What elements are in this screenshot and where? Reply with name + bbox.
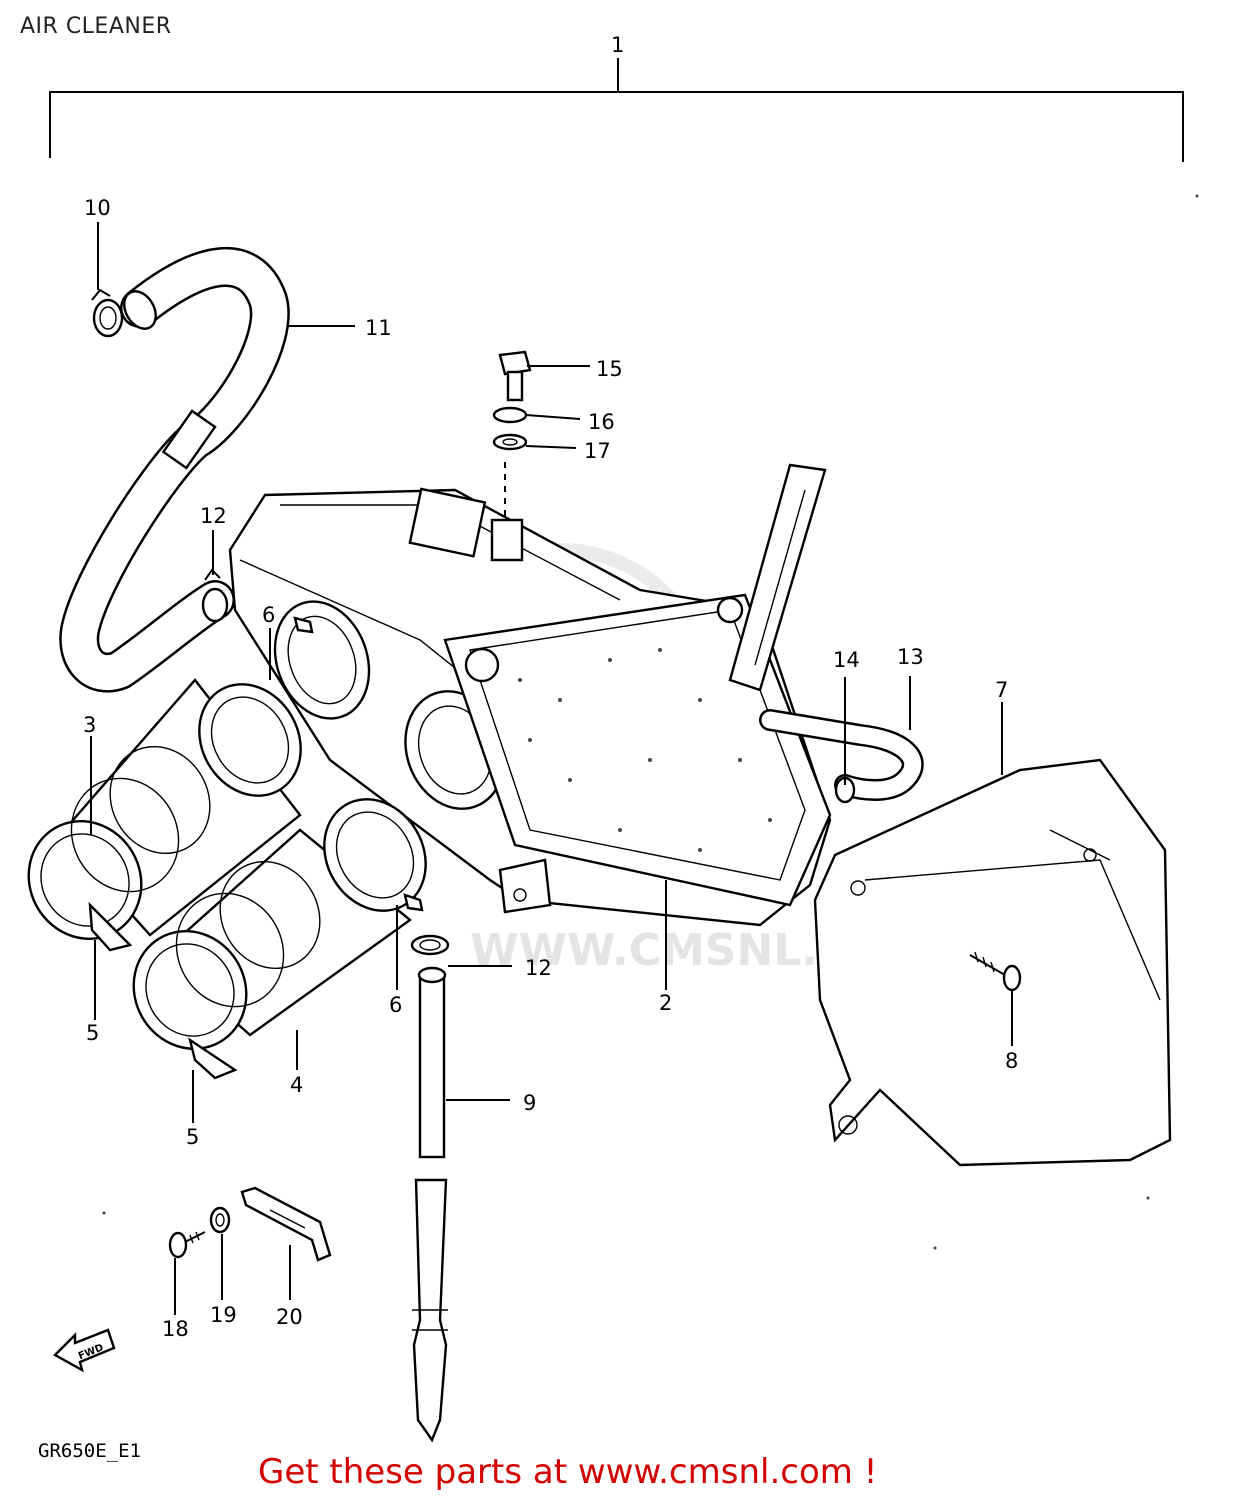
callout-16: 16 (588, 410, 615, 434)
callout-1: 1 (611, 33, 624, 57)
filter-element (518, 648, 772, 852)
intake-pipe-4 (132, 798, 427, 1050)
callout-19: 19 (210, 1303, 237, 1327)
forward-arrow-icon: FWD (53, 1328, 116, 1373)
callout-6a: 6 (262, 603, 275, 627)
breather-hose (59, 247, 290, 693)
callout-7: 7 (995, 678, 1008, 702)
clamp-5-lower (188, 1037, 238, 1080)
hose-clip-12-upper (201, 568, 229, 623)
clamp-5-upper (88, 901, 133, 952)
callout-12b: 12 (525, 956, 552, 980)
callout-11: 11 (365, 316, 392, 340)
page-title: AIR CLEANER (20, 14, 172, 39)
drain-hose (759, 709, 924, 801)
callout-20: 20 (276, 1305, 303, 1329)
washer-19 (209, 1206, 231, 1234)
mounting-bracket-strip (728, 463, 827, 692)
callout-3: 3 (83, 713, 96, 737)
air-cleaner-cover (813, 758, 1172, 1167)
callout-5b: 5 (186, 1125, 199, 1149)
callout-2: 2 (659, 991, 672, 1015)
callout-18: 18 (162, 1317, 189, 1341)
callout-17: 17 (584, 439, 611, 463)
callout-4: 4 (290, 1073, 303, 1097)
callout-8: 8 (1005, 1049, 1018, 1073)
drain-tube (412, 966, 448, 1443)
clamp-6-lower (403, 893, 424, 912)
footer-link[interactable]: Get these parts at www.cmsnl.com ! (258, 1452, 878, 1492)
callout-labels: 1 2 3 4 5 5 6 6 7 8 9 10 11 12 12 13 14 … (83, 33, 1018, 1341)
washer-17 (492, 433, 528, 451)
hose-clip-10 (91, 288, 124, 338)
callout-10: 10 (84, 196, 111, 220)
model-code: GR650E_E1 (38, 1440, 141, 1462)
callout-9: 9 (523, 1091, 536, 1115)
callout-13: 13 (897, 645, 924, 669)
bolt-15 (498, 350, 532, 402)
washer-16 (492, 406, 528, 424)
callout-15: 15 (596, 357, 623, 381)
leader-lines (90, 222, 1013, 1315)
intake-pipe-3 (27, 678, 302, 940)
callout-14: 14 (833, 648, 860, 672)
bracket-20 (240, 1186, 332, 1262)
hose-clip-12-lower (410, 934, 450, 956)
callout-5a: 5 (86, 1021, 99, 1045)
screw-18 (168, 1231, 206, 1259)
clamp-6-upper (293, 616, 314, 634)
callout-6b: 6 (389, 993, 402, 1017)
callout-12a: 12 (200, 504, 227, 528)
assembly-bracket (49, 58, 1184, 162)
